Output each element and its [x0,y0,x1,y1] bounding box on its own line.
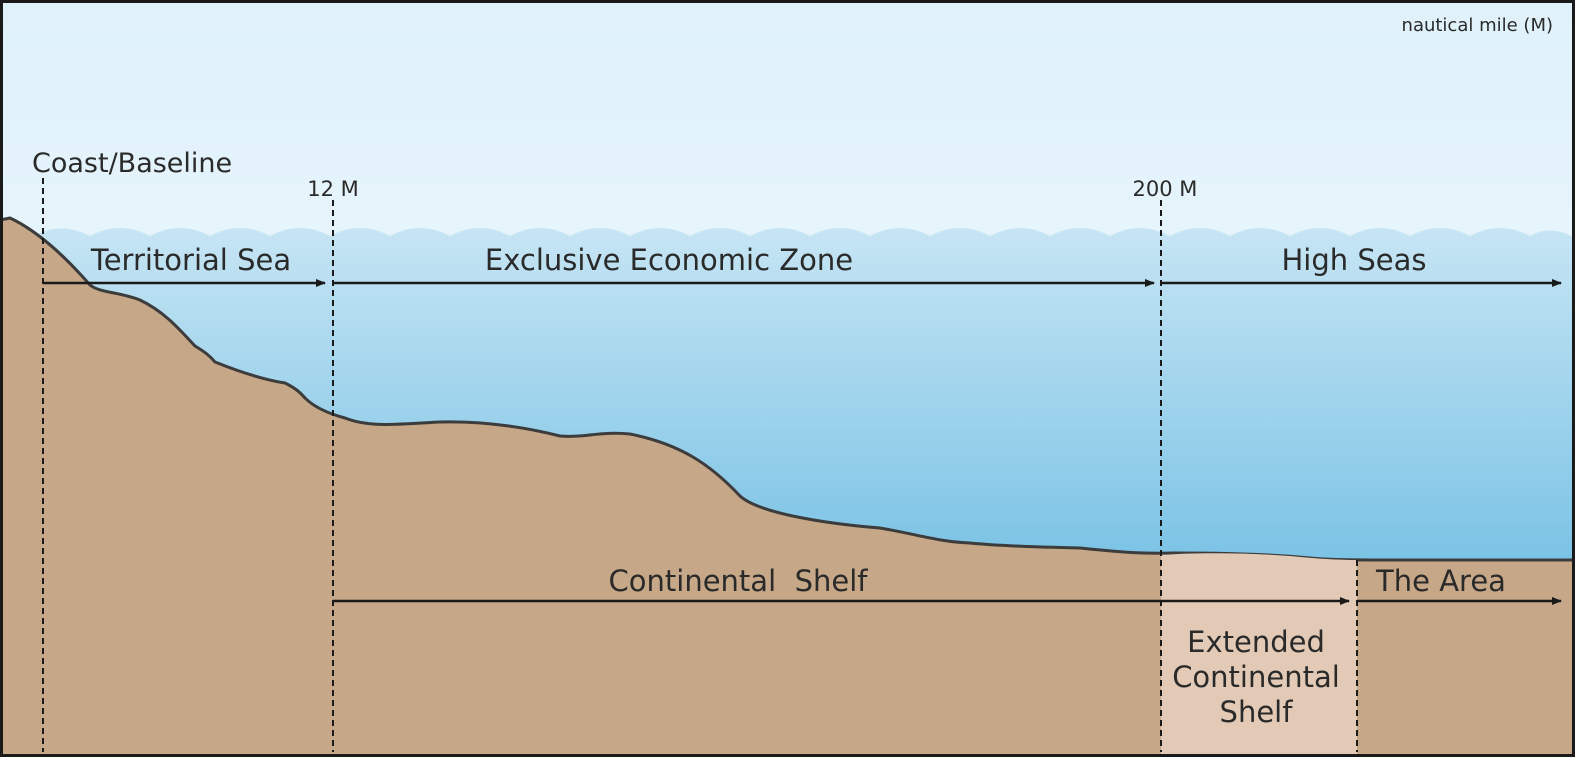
extended-shelf-label-line-1: Extended [1187,625,1325,659]
coast-baseline-label: Coast/Baseline [32,148,232,179]
two-hundred-mile-label: 200 M [1133,177,1198,201]
territorial-sea-label: Territorial Sea [90,243,291,277]
eez-label: Exclusive Economic Zone [485,243,853,277]
the-area-label: The Area [1375,564,1506,598]
continental-shelf-label: Continental Shelf [609,564,869,598]
twelve-mile-label: 12 M [307,177,359,201]
unit-caption: nautical mile (M) [1402,15,1553,36]
extended-shelf-label-line-2: Continental [1172,660,1340,694]
extended-shelf-label-line-3: Shelf [1220,695,1294,729]
high-seas-label: High Seas [1282,243,1427,277]
extended-shelf-region [1161,553,1357,757]
